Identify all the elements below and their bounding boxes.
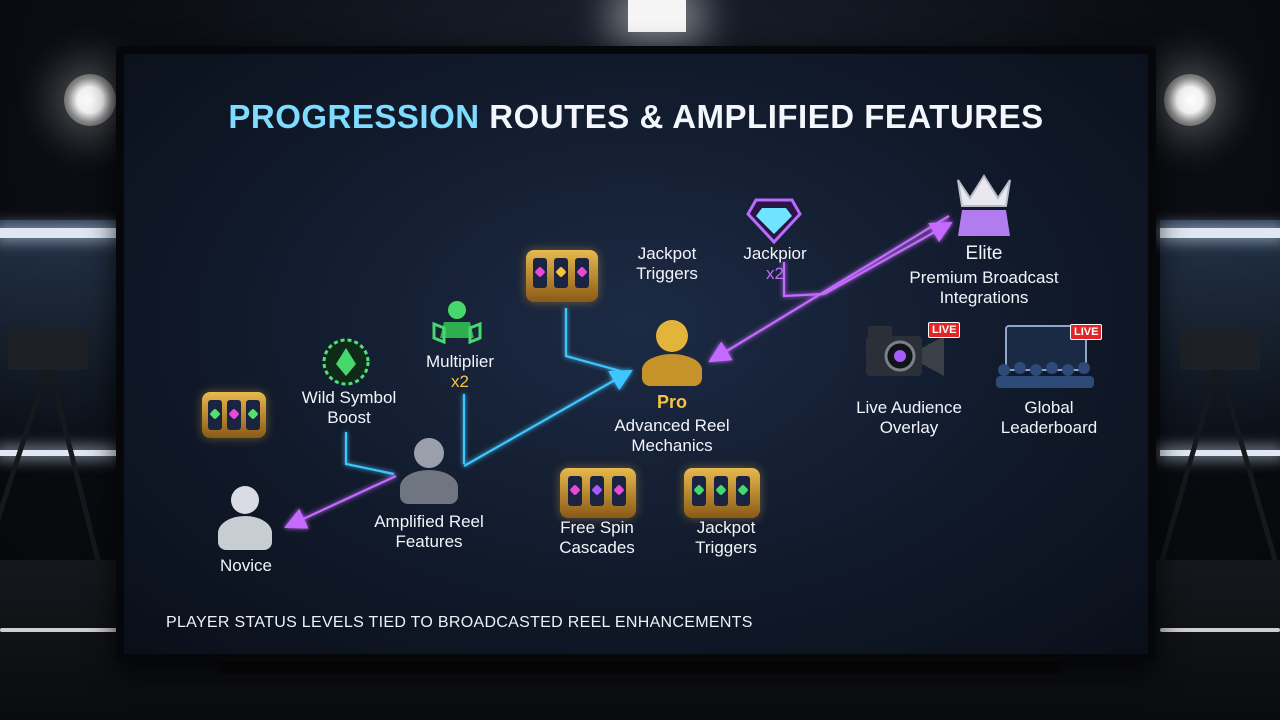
tier-elite-name: Elite [965, 243, 1003, 264]
route-amplified-to-novice [284, 475, 397, 529]
page-title: PROGRESSION ROUTES & AMPLIFIED FEATURES [124, 98, 1148, 136]
pro-avatar-icon [642, 320, 702, 386]
live-badge-leaderboard: LIVE [1070, 324, 1103, 340]
feature-multiplier-line1: Multiplier [425, 352, 495, 371]
route-elite-from-pro [823, 221, 953, 295]
progression-routes [284, 215, 953, 529]
diamond-icon [746, 198, 802, 245]
feature-jackpot-bottom-label: Jackpot Triggers [676, 518, 776, 558]
feature-multiplier-label: Multiplier x2 [400, 352, 520, 392]
video-camera-icon [866, 326, 944, 376]
floor-light-left [0, 628, 120, 632]
feature-wild-line1: Wild Symbol [301, 388, 397, 407]
feature-multiplier-line2: x2 [451, 372, 469, 391]
feature-live-audience-line1: Live Audience [856, 398, 962, 417]
feature-free-spin-line1: Free Spin [560, 518, 634, 537]
screen-stand [220, 660, 1060, 674]
feature-jackpot-bottom-line1: Jackpot [696, 518, 756, 537]
left-tv-camera [8, 330, 88, 370]
route-jackpot-to-pro [564, 308, 625, 374]
feature-jackpior-line1: Jackpior [743, 244, 807, 263]
feature-global-line1: Global [1024, 398, 1074, 417]
ceiling-light [628, 0, 686, 32]
tier-elite-label: Premium Broadcast Integrations [886, 268, 1082, 308]
tier-novice-label: Novice [220, 556, 272, 575]
free-spin-slot-icon [560, 468, 636, 518]
right-light-band [1160, 228, 1280, 238]
crown-icon [957, 174, 1011, 236]
feature-global-line2: Leaderboard [1000, 418, 1098, 437]
footer-caption: PLAYER STATUS LEVELS TIED TO BROADCASTED… [166, 614, 753, 631]
crowd-icon [996, 325, 1094, 388]
amplified-avatar-icon [400, 438, 458, 504]
route-amplified-to-pro [463, 369, 633, 467]
wild-symbol-icon [322, 338, 370, 386]
right-studio-spotlight [1164, 74, 1216, 126]
feature-jackpior-label: Jackpior x2 [730, 244, 820, 284]
feature-free-spin-label: Free Spin Cascades [542, 518, 652, 558]
feature-wild-label: Wild Symbol Boost [284, 388, 414, 428]
tier-pro-label: Advanced Reel Mechanics [592, 416, 752, 456]
feature-global-label: Global Leaderboard [994, 398, 1104, 438]
tier-amplified-label: Amplified Reel Features [354, 512, 504, 552]
left-studio-spotlight [64, 74, 116, 126]
left-light-band-low [0, 450, 116, 456]
feature-live-audience-label: Live Audience Overlay [844, 398, 974, 438]
title-rest: ROUTES & AMPLIFIED FEATURES [479, 98, 1044, 135]
tier-elite-line2: Integrations [939, 288, 1029, 307]
display-screen: PROGRESSION ROUTES & AMPLIFIED FEATURES [124, 54, 1148, 654]
novice-avatar-icon [218, 486, 272, 550]
tier-elite-line1: Premium Broadcast [909, 268, 1059, 287]
floor-light-right [1160, 628, 1280, 632]
route-wild-to-amplified [344, 432, 395, 476]
right-light-band-low [1160, 450, 1280, 456]
left-light-band [0, 228, 116, 238]
tier-amplified-line2: Features [395, 532, 463, 551]
feature-live-audience-line2: Overlay [879, 418, 939, 437]
multiplier-icon [432, 301, 482, 345]
slot-machine-icon [202, 392, 266, 438]
jackpot-bottom-slot-icon [684, 468, 760, 518]
route-jackpior-to-elite [782, 262, 825, 298]
live-badge-audience: LIVE [928, 322, 961, 338]
route-elite-to-pro [708, 215, 950, 363]
feature-free-spin-line2: Cascades [559, 538, 635, 557]
feature-jackpior-line2: x2 [766, 264, 784, 283]
title-accent: PROGRESSION [228, 98, 480, 135]
feature-jackpot-top-line2: Triggers [636, 264, 698, 283]
tier-pro-line1: Advanced Reel [614, 416, 730, 435]
feature-jackpot-top-label: Jackpot Triggers [622, 244, 712, 284]
tier-pro-line2: Mechanics [631, 436, 713, 455]
feature-jackpot-bottom-line2: Triggers [695, 538, 757, 557]
jackpot-slot-icon [526, 250, 598, 302]
tier-amplified-line1: Amplified Reel [374, 512, 484, 531]
right-tv-camera [1180, 330, 1260, 370]
feature-jackpot-top-line1: Jackpot [637, 244, 697, 263]
feature-wild-line2: Boost [327, 408, 371, 427]
display-monitor: PROGRESSION ROUTES & AMPLIFIED FEATURES [116, 46, 1156, 662]
tier-pro-name: Pro [656, 392, 687, 412]
